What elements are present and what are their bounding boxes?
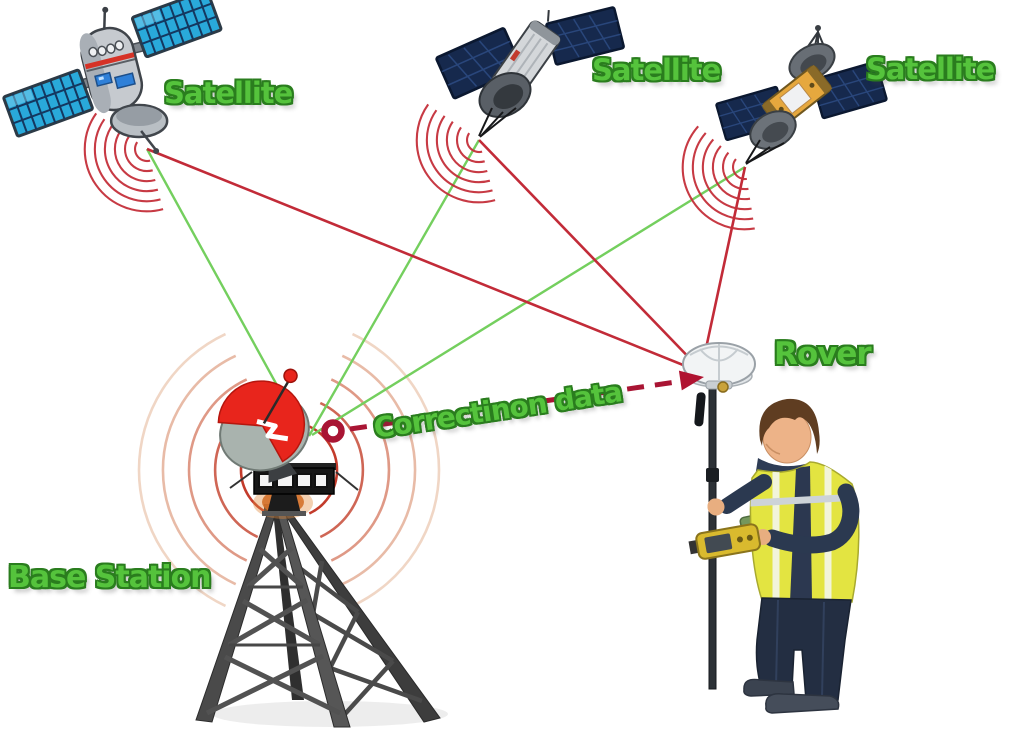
- satellite-3-icon: [714, 25, 889, 165]
- rover-label: Rover: [774, 336, 872, 372]
- satellite-3-label: Satellite: [866, 52, 995, 86]
- data-controller-icon: [688, 523, 761, 560]
- satellite-2-label: Satellite: [592, 53, 721, 87]
- radio-wave-arcs-icon: [415, 103, 497, 204]
- correction-data-link-icon: [321, 379, 677, 443]
- base-station-tower-icon: [195, 448, 448, 728]
- gps-signal-lines-red: [146, 139, 747, 373]
- base-station-dish-icon: [217, 368, 310, 483]
- base-station-label: Base Station: [8, 560, 212, 595]
- satellite-1-label: Satellite: [164, 76, 293, 110]
- correction-arrowhead-icon: [678, 370, 704, 391]
- satellite-1-icon: [1, 0, 223, 154]
- pole-mount-knob-icon: [717, 381, 729, 393]
- surveyor-person-icon: [707, 398, 860, 714]
- satellite-2-icon: [434, 5, 626, 138]
- left-hand: [707, 498, 723, 514]
- base-output-ring-icon: [321, 419, 345, 443]
- base-station-broadcast-rings-icon: [137, 332, 441, 608]
